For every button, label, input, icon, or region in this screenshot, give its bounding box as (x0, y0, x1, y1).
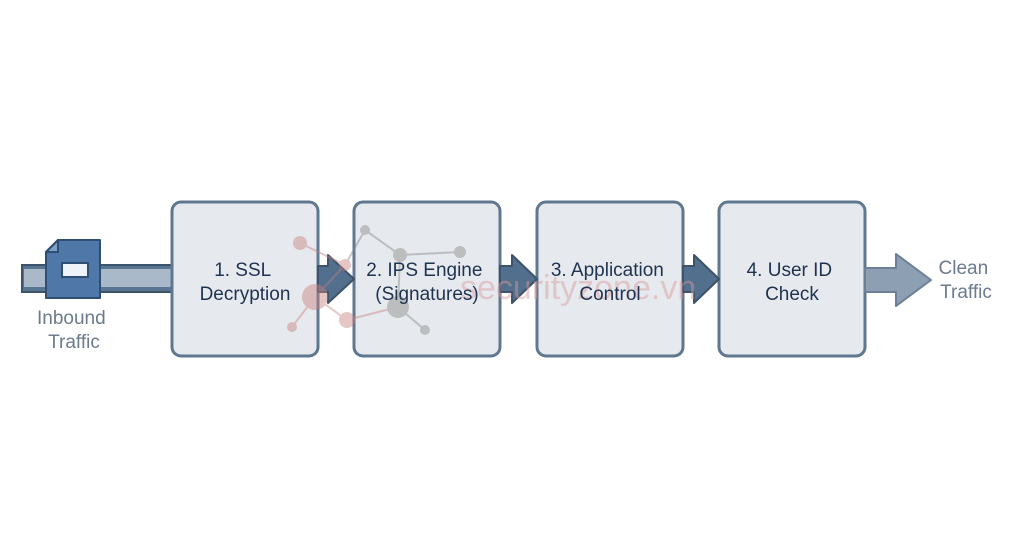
stage-label-line: 4. User ID (747, 260, 833, 281)
input-label-line: Inbound (37, 308, 106, 329)
stage-label-line: Control (579, 284, 640, 305)
stage-label-ips-engine: 2. IPS Engine (Signatures) (366, 260, 487, 305)
output-label-line: Clean (939, 258, 989, 279)
connector-arrow-2 (499, 254, 538, 304)
connector-arrow-3 (682, 254, 720, 304)
input-label: Inbound Traffic (37, 308, 111, 353)
output-label: Clean Traffic (939, 258, 994, 303)
stage-label-line: 2. IPS Engine (366, 260, 482, 281)
document-icon (45, 239, 101, 299)
stage-label-line: Decryption (200, 284, 291, 305)
stage-label-line: Check (765, 284, 819, 305)
input-label-line: Traffic (48, 332, 100, 353)
stage-label-line: (Signatures) (375, 284, 479, 305)
connector-arrow-1 (317, 254, 355, 304)
output-label-line: Traffic (940, 282, 992, 303)
stage-label-ssl-decryption: 1. SSL Decryption (200, 260, 291, 305)
stage-label-user-id-check: 4. User ID Check (747, 260, 838, 305)
network-watermark-icon (287, 225, 466, 335)
stage-label-line: 1. SSL (214, 260, 270, 281)
watermark-text: securityzone.vn (460, 269, 696, 307)
stage-label-line: 3. Application (551, 260, 664, 281)
stage-label-application-control: 3. Application Control (551, 260, 669, 305)
output-arrow (864, 253, 932, 307)
